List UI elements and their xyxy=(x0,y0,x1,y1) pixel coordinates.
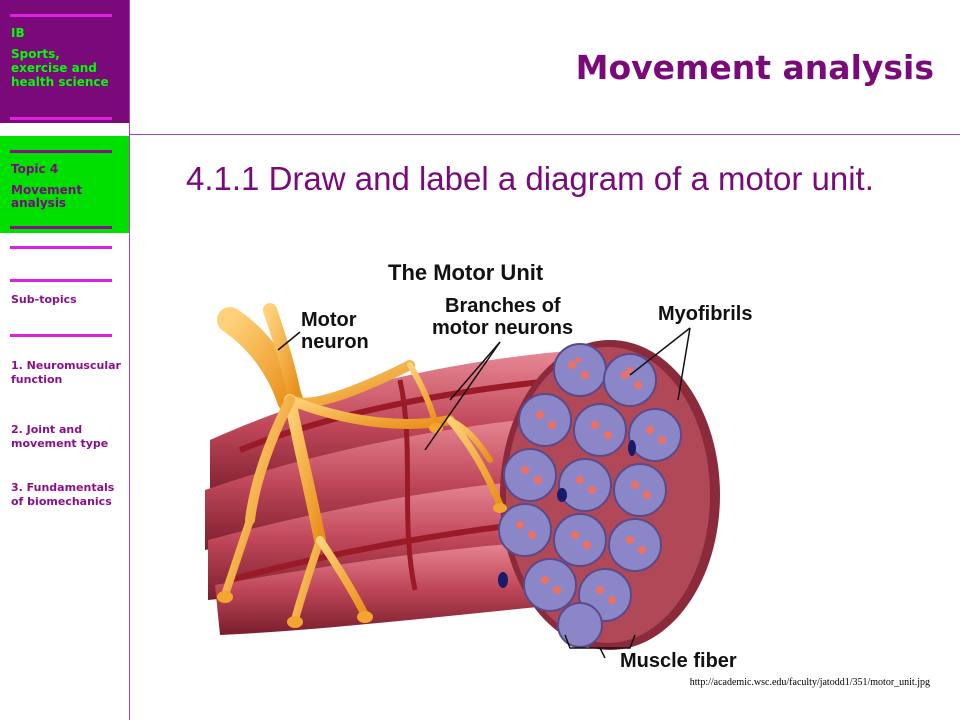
divider xyxy=(10,150,112,153)
motor-neuron xyxy=(217,303,504,624)
course-line-2: exercise and xyxy=(11,61,97,75)
subtopics-heading: Sub-topics xyxy=(11,293,77,306)
topic-label: Topic 4 xyxy=(11,162,59,176)
leader-lines xyxy=(277,327,691,659)
course-line-3: health science xyxy=(11,75,109,89)
muscle-cross-section xyxy=(498,340,720,650)
topic-name-line-2: analysis xyxy=(11,196,67,210)
divider xyxy=(10,14,112,17)
motor-end-plates xyxy=(217,423,507,628)
label-muscle-fiber: Muscle fiber xyxy=(620,650,737,672)
label-branches-line-2: motor neurons xyxy=(432,317,573,339)
header-rule xyxy=(129,134,960,135)
divider xyxy=(10,334,112,337)
label-motor-neuron-line-1: Motor xyxy=(301,309,357,331)
divider xyxy=(10,246,112,249)
label-myofibrils: Myofibrils xyxy=(658,303,752,325)
page-title: Movement analysis xyxy=(575,48,934,87)
subtopic-1-line-1[interactable]: 1. Neuromuscular xyxy=(11,359,121,372)
subtopic-1-line-2[interactable]: function xyxy=(11,373,63,386)
subtopic-2-line-1[interactable]: 2. Joint and xyxy=(11,423,83,436)
diagram-title: The Motor Unit xyxy=(388,260,544,285)
topic-name-line-1: Movement xyxy=(11,183,83,197)
subtopic-3-line-2[interactable]: of biomechanics xyxy=(11,495,112,508)
ib-label: IB xyxy=(11,26,25,40)
motor-unit-diagram: The Motor Unit Motor neuron Branches of … xyxy=(205,260,752,672)
image-source-url[interactable]: http://academic.wsc.edu/faculty/jatodd1/… xyxy=(689,677,930,688)
divider xyxy=(10,226,112,229)
course-line-1: Sports, xyxy=(11,47,60,61)
divider xyxy=(10,117,112,120)
label-branches-line-1: Branches of xyxy=(445,295,561,317)
course-block xyxy=(0,0,129,123)
objective-text: 4.1.1 Draw and label a diagram of a moto… xyxy=(186,160,874,197)
subtopic-2-line-2[interactable]: movement type xyxy=(11,437,109,450)
subtopic-3-line-1[interactable]: 3. Fundamentals xyxy=(11,481,115,494)
sidebar: IB Sports, exercise and health science T… xyxy=(0,0,130,720)
label-motor-neuron-line-2: neuron xyxy=(301,331,369,353)
divider xyxy=(10,279,112,282)
